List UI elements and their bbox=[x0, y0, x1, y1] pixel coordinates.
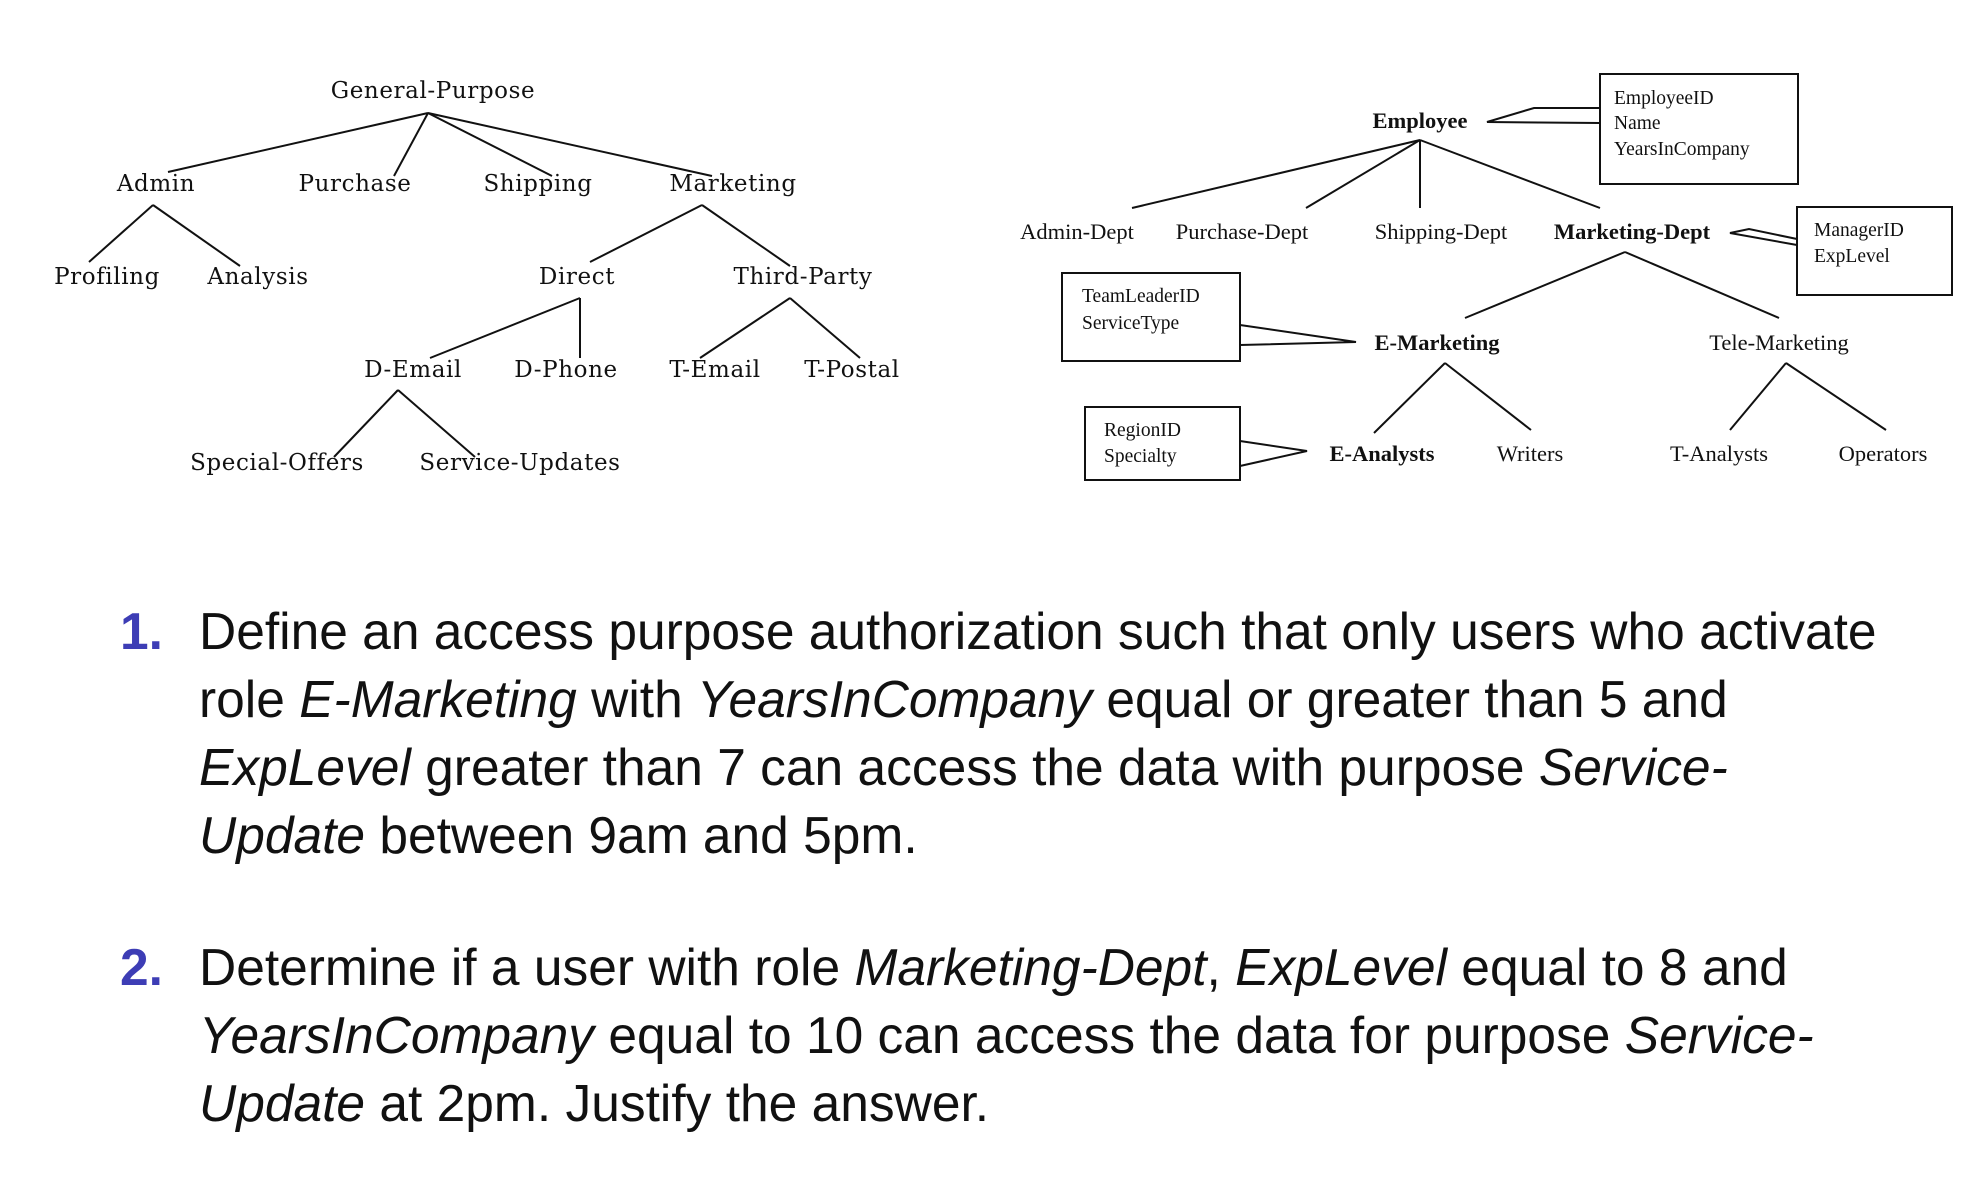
role-e-analysts: E-Analysts bbox=[1329, 441, 1434, 466]
e-analysts-attributes-callout: RegionID Specialty bbox=[1084, 406, 1308, 481]
marketing-dept-attr-explevel: ExpLevel bbox=[1814, 246, 1890, 267]
attribute-name-emphasis: ExpLevel bbox=[199, 738, 411, 796]
attribute-name-emphasis: YearsInCompany bbox=[697, 670, 1093, 728]
role-name-emphasis: Marketing-Dept bbox=[854, 938, 1207, 996]
purpose-special-offers: Special-Offers bbox=[190, 450, 364, 476]
question-number: 1. bbox=[120, 602, 163, 660]
employee-attributes-callout: EmployeeID Name YearsInCompany bbox=[1486, 73, 1799, 185]
e-marketing-attributes-callout: TeamLeaderID ServiceType bbox=[1061, 272, 1357, 362]
purpose-analysis: Analysis bbox=[206, 264, 308, 290]
employee-attributes-pointer bbox=[1486, 107, 1601, 124]
purpose-purchase: Purchase bbox=[299, 171, 412, 197]
e-marketing-attributes-pointer bbox=[1239, 324, 1357, 346]
role-employee: Employee bbox=[1373, 108, 1468, 133]
question-text-segment: greater than 7 can access the data with … bbox=[410, 738, 1539, 796]
role-purchase-dept: Purchase-Dept bbox=[1176, 219, 1309, 244]
attribute-name-emphasis: ExpLevel bbox=[1235, 938, 1447, 996]
diagrams-canvas: General-Purpose Admin Purchase Shipping … bbox=[54, 73, 1953, 481]
marketing-dept-attr-managerid: ManagerID bbox=[1814, 220, 1904, 241]
role-name-emphasis: E-Marketing bbox=[299, 670, 577, 728]
role-t-analysts: T-Analysts bbox=[1670, 441, 1768, 466]
question-text-segment: equal to 10 can access the data for purp… bbox=[594, 1006, 1625, 1064]
question-text-segment: with bbox=[576, 670, 698, 728]
employee-attr-name: Name bbox=[1614, 113, 1661, 134]
role-operators: Operators bbox=[1839, 441, 1928, 466]
marketing-dept-attributes-pointer bbox=[1729, 227, 1798, 246]
purpose-third-party: Third-Party bbox=[734, 264, 873, 290]
e-marketing-attr-teamleaderid: TeamLeaderID bbox=[1082, 286, 1200, 307]
purpose-t-email: T-Email bbox=[669, 357, 760, 383]
purpose-root: General-Purpose bbox=[331, 78, 536, 104]
question-text-segment: at 2pm. Justify the answer. bbox=[365, 1074, 990, 1132]
purpose-service-updates: Service-Updates bbox=[419, 450, 620, 476]
purpose-admin: Admin bbox=[116, 171, 195, 197]
purpose-marketing: Marketing bbox=[669, 171, 796, 197]
role-tree-edges bbox=[1131, 139, 1887, 434]
marketing-dept-attributes-callout: ManagerID ExpLevel bbox=[1729, 206, 1953, 296]
purpose-name-emphasis: Service-Update bbox=[199, 1006, 1814, 1132]
role-marketing-dept: Marketing-Dept bbox=[1554, 219, 1711, 244]
question-text-segment: equal or greater than 5 and bbox=[1092, 670, 1728, 728]
e-marketing-attr-servicetype: ServiceType bbox=[1082, 313, 1179, 334]
marketing-dept-attributes-box bbox=[1796, 206, 1953, 296]
attribute-name-emphasis: YearsInCompany bbox=[199, 1006, 595, 1064]
question-list: 1. Define an access purpose authorizatio… bbox=[120, 597, 1880, 1137]
purpose-direct: Direct bbox=[539, 264, 615, 290]
question-text-segment: , bbox=[1206, 938, 1236, 996]
employee-attributes-box bbox=[1599, 73, 1799, 185]
purpose-name-emphasis: Service-Update bbox=[199, 738, 1728, 864]
e-analysts-attr-regionid: RegionID bbox=[1104, 420, 1181, 441]
purpose-t-postal: T-Postal bbox=[804, 357, 899, 383]
e-marketing-attributes-box bbox=[1061, 272, 1241, 362]
question-number: 2. bbox=[120, 938, 163, 996]
employee-attr-employeeid: EmployeeID bbox=[1614, 88, 1714, 109]
question-text: Define an access purpose authorization s… bbox=[199, 597, 1880, 869]
role-e-marketing: E-Marketing bbox=[1375, 330, 1501, 355]
role-tele-marketing: Tele-Marketing bbox=[1709, 330, 1849, 355]
role-writers: Writers bbox=[1497, 441, 1564, 466]
e-analysts-attributes-box bbox=[1084, 406, 1241, 481]
role-admin-dept: Admin-Dept bbox=[1020, 219, 1134, 244]
question-text-segment: Determine if a user with role bbox=[199, 938, 855, 996]
employee-attr-yearsincompany: YearsInCompany bbox=[1614, 139, 1750, 160]
question-item: 2. Determine if a user with role Marketi… bbox=[120, 933, 1880, 1137]
question-text-segment: equal to 8 and bbox=[1447, 938, 1788, 996]
purpose-shipping: Shipping bbox=[483, 171, 592, 197]
purpose-d-email: D-Email bbox=[364, 357, 462, 383]
purpose-d-phone: D-Phone bbox=[514, 357, 617, 383]
e-analysts-attr-specialty: Specialty bbox=[1104, 446, 1177, 467]
question-item: 1. Define an access purpose authorizatio… bbox=[120, 597, 1880, 869]
role-tree: EmployeeID Name YearsInCompany ManagerID… bbox=[1020, 73, 1953, 481]
question-text-segment: between 9am and 5pm. bbox=[365, 806, 918, 864]
question-text: Determine if a user with role Marketing-… bbox=[199, 933, 1880, 1137]
purpose-tree-edges bbox=[88, 112, 861, 458]
purpose-profiling: Profiling bbox=[54, 264, 160, 290]
e-analysts-attributes-pointer bbox=[1239, 440, 1308, 467]
purpose-tree: General-Purpose Admin Purchase Shipping … bbox=[54, 78, 899, 476]
question-text-segment: Define an access purpose authorization s… bbox=[199, 602, 1877, 728]
role-shipping-dept: Shipping-Dept bbox=[1375, 219, 1508, 244]
